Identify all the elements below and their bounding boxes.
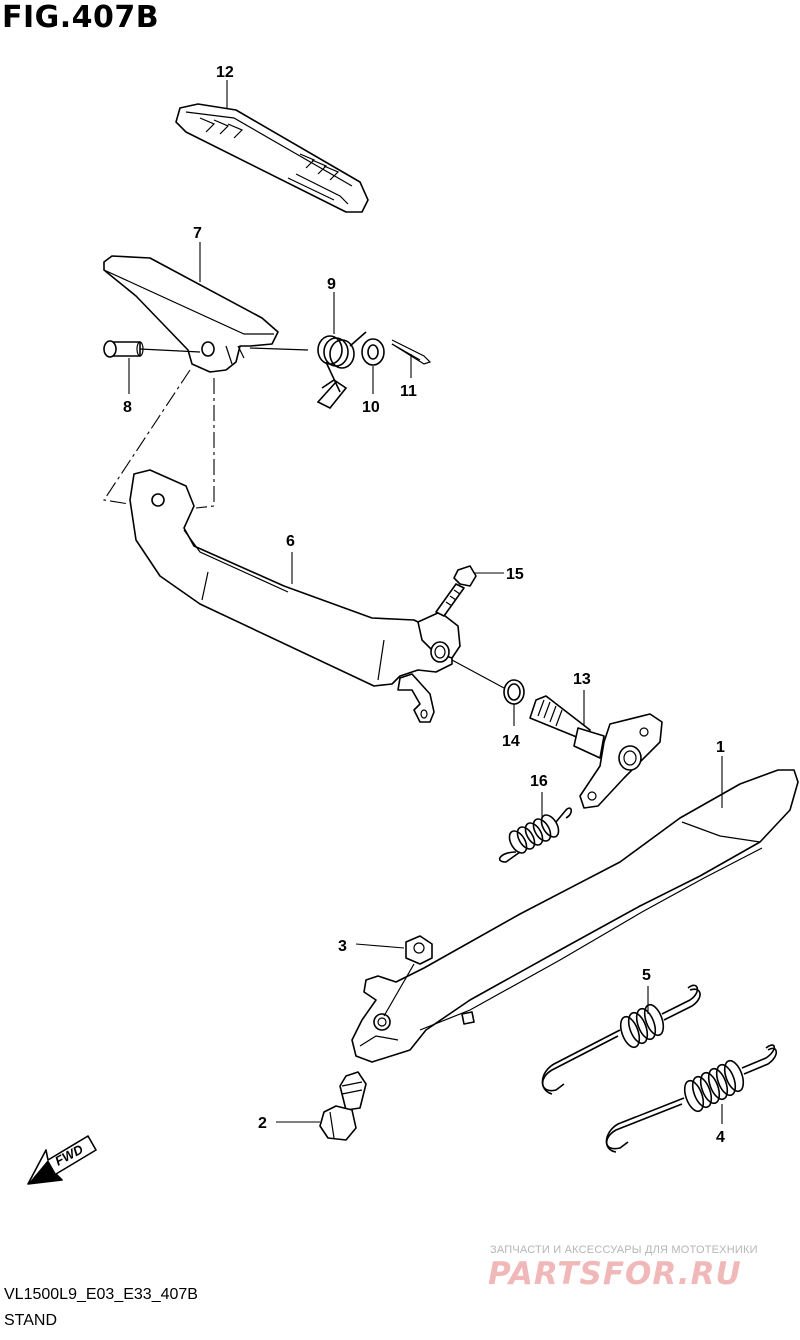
part-15-bolt[interactable]	[435, 565, 477, 617]
figure-section: STAND	[4, 1312, 58, 1329]
assembly-line-d	[451, 659, 505, 689]
figure-title: FIG.407B	[2, 0, 160, 35]
callout-10: 10	[362, 399, 380, 416]
part-2-bolt[interactable]	[319, 1071, 367, 1141]
callout-14: 14	[502, 733, 520, 750]
part-6-footrest-bracket[interactable]	[129, 469, 461, 723]
callout-12: 12	[216, 64, 234, 81]
callout-2: 2	[258, 1115, 267, 1132]
part-10-washer[interactable]	[361, 338, 385, 366]
part-3-nut[interactable]	[405, 935, 433, 965]
part-1-side-stand[interactable]	[351, 769, 799, 1063]
callout-9: 9	[327, 276, 336, 293]
part-5-spring[interactable]	[541, 984, 701, 1095]
part-9-spring[interactable]	[316, 331, 367, 410]
part-7-footrest[interactable]	[103, 255, 279, 373]
callout-7: 7	[193, 225, 202, 242]
callout-16: 16	[530, 773, 548, 790]
callout-3: 3	[338, 938, 347, 955]
part-13-shaft[interactable]	[529, 695, 663, 809]
callout-5: 5	[642, 967, 651, 984]
watermark-subtitle: ЗАПЧАСТИ И АКСЕССУАРЫ ДЛЯ МОТОТЕХНИКИ	[490, 1244, 758, 1256]
callout-1: 1	[716, 739, 725, 756]
part-11-cotter-pin[interactable]	[391, 339, 432, 365]
part-8-pin[interactable]	[103, 340, 201, 358]
callout-15: 15	[506, 566, 524, 583]
assembly-line-e	[383, 963, 415, 1017]
callout-11: 11	[400, 383, 417, 400]
assembly-line-b	[195, 378, 215, 509]
callout-6: 6	[286, 533, 295, 550]
leader-3	[355, 943, 405, 949]
assembly-line-c	[249, 347, 309, 351]
part-14-o-ring[interactable]	[503, 679, 525, 705]
callout-8: 8	[123, 399, 132, 416]
callout-4: 4	[716, 1129, 725, 1146]
part-12-footrest-rubber[interactable]	[175, 103, 369, 213]
part-4-spring[interactable]	[605, 1044, 778, 1153]
callout-13: 13	[573, 671, 591, 688]
fwd-arrow-icon: FWD	[27, 1135, 97, 1185]
figure-code: VL1500L9_E03_E33_407B	[4, 1286, 198, 1303]
watermark-logo: PARTSFOR.RU	[488, 1256, 742, 1292]
part-16-spring[interactable]	[498, 807, 573, 863]
